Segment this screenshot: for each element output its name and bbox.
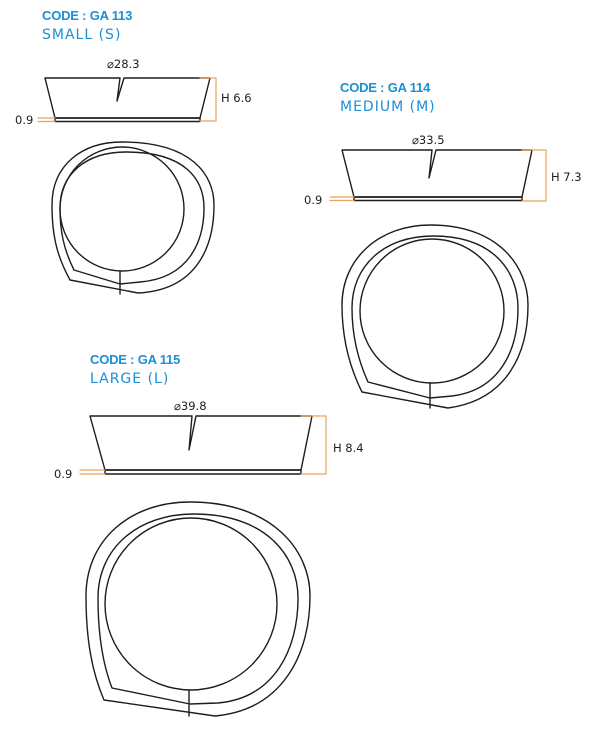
code-label-large: CODE : GA 115	[90, 352, 181, 367]
size-label-small: SMALL (S)	[42, 27, 122, 43]
code-label-medium: CODE : GA 114	[340, 80, 431, 95]
medium-top-view	[341, 224, 529, 409]
small-top-view	[51, 141, 215, 295]
medium-side-view	[329, 149, 547, 202]
diameter-label-large: ⌀39.8	[174, 399, 207, 413]
height-label-small: H 6.6	[221, 91, 252, 105]
base-label-medium: 0.9	[304, 193, 323, 207]
large-top-view	[85, 501, 311, 717]
size-label-medium: MEDIUM (M)	[340, 99, 436, 115]
small-side-view	[37, 77, 217, 123]
height-label-medium: H 7.3	[551, 170, 582, 184]
large-side-view	[79, 415, 327, 475]
diameter-label-small: ⌀28.3	[107, 57, 140, 71]
code-label-small: CODE : GA 113	[42, 8, 133, 23]
height-label-large: H 8.4	[333, 441, 364, 455]
diameter-label-medium: ⌀33.5	[412, 133, 445, 147]
base-label-small: 0.9	[15, 113, 34, 127]
size-label-large: LARGE (L)	[90, 371, 170, 387]
base-label-large: 0.9	[54, 467, 73, 481]
